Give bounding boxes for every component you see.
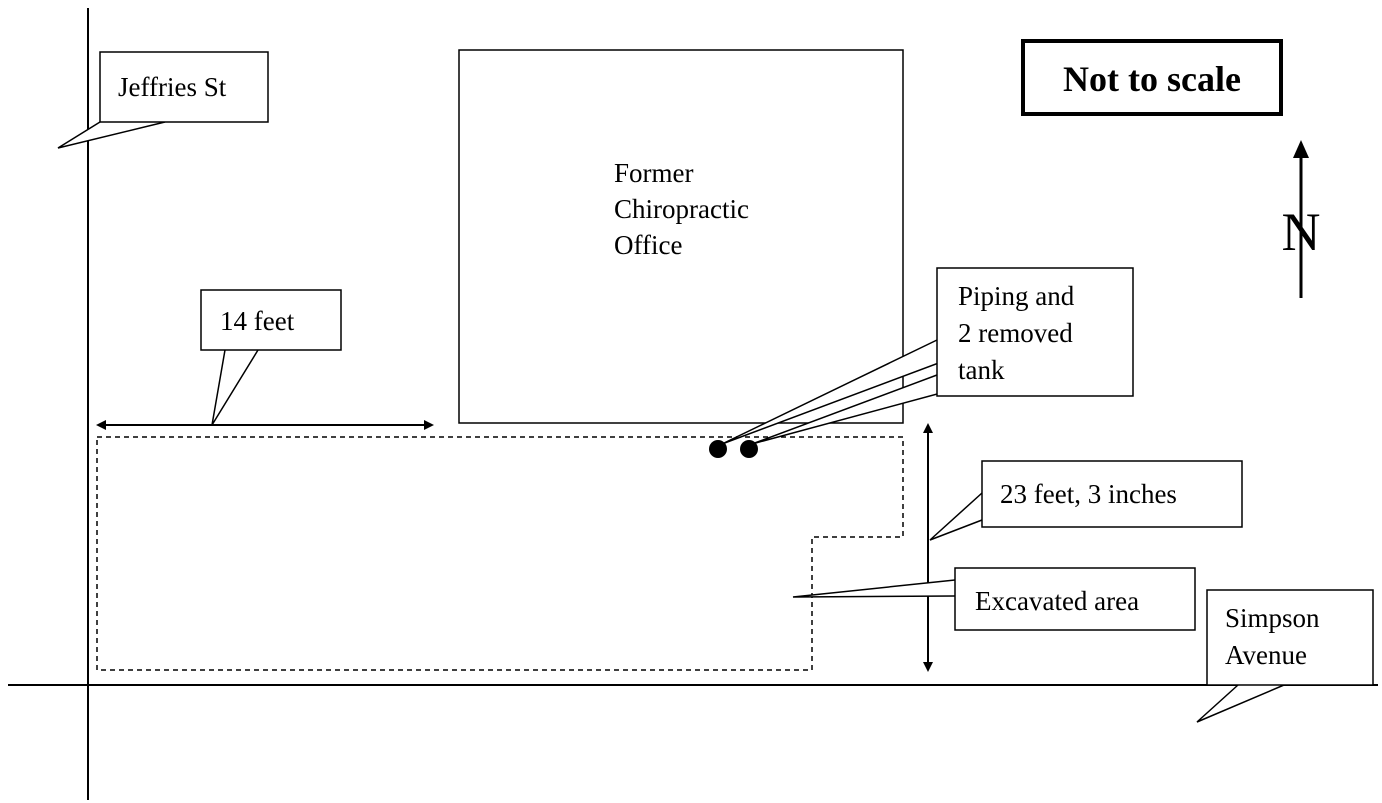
office-label-line3: Office (614, 230, 682, 260)
office-label-line2: Chiropractic (614, 194, 749, 224)
simpson-avenue-label-line2: Avenue (1225, 640, 1307, 670)
tank-label-line3: tank (958, 355, 1005, 385)
office-label-line1: Former (614, 158, 693, 188)
simpson-avenue-label-line1: Simpson (1225, 603, 1320, 633)
jeffries-street-label: Jeffries St (118, 72, 227, 102)
north-label: N (1282, 202, 1321, 262)
north-arrow: N (1282, 140, 1321, 298)
excavated-area-outline (96, 436, 904, 671)
scale-note-box: Not to scale (1021, 39, 1283, 116)
removed-tank-marker (740, 440, 758, 458)
excavated-area-callout: Excavated area (792, 567, 1196, 631)
tank-callout: Piping and 2 removed tank (721, 267, 1134, 445)
tank-label-line2: 2 removed (958, 318, 1073, 348)
jeffries-street-callout: Jeffries St (57, 51, 269, 149)
tank-label-line1: Piping and (958, 281, 1075, 311)
width-dimension: 14 feet (96, 289, 434, 430)
scale-note-label: Not to scale (1063, 59, 1241, 99)
width-dimension-label: 14 feet (220, 306, 295, 336)
simpson-avenue-callout: Simpson Avenue (1196, 589, 1374, 723)
height-dimension-label: 23 feet, 3 inches (1000, 479, 1177, 509)
former-office-building: Former Chiropractic Office (458, 49, 904, 424)
excavated-area-label: Excavated area (975, 586, 1139, 616)
height-dimension: 23 feet, 3 inches (923, 423, 1243, 672)
